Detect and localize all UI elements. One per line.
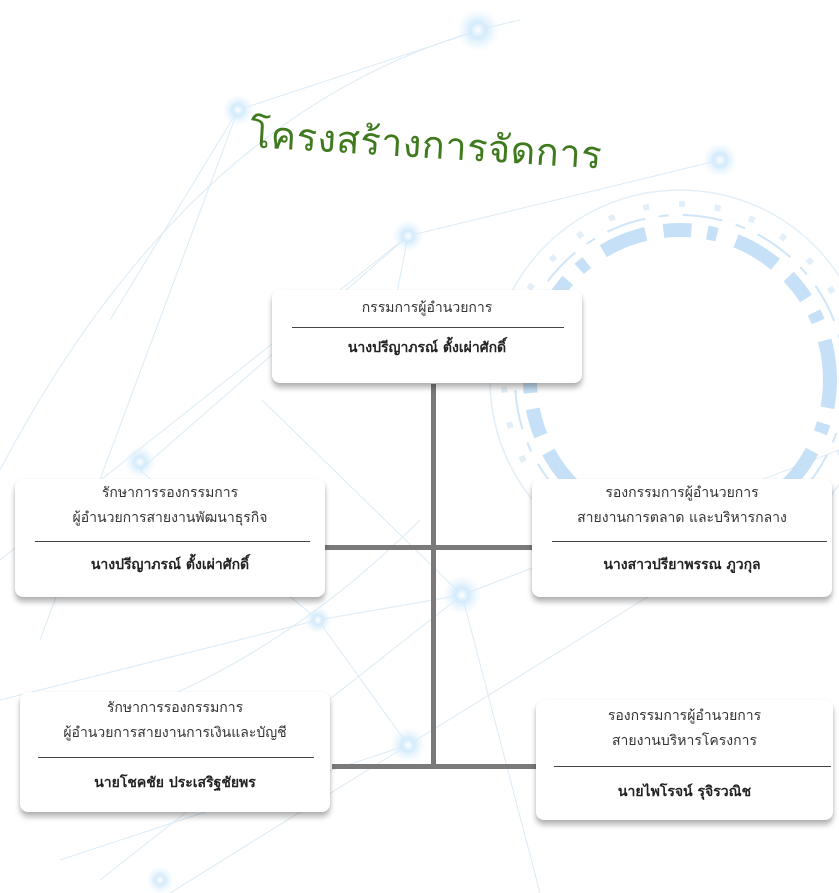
org-card-project-management: รองกรรมการผู้อำนวยการ สายงานบริหารโครงกา… [536,700,833,820]
role-title-line2: สายงานการตลาด และบริหารกลาง [577,510,787,526]
person-name: นายโชคชัย ประเสริฐชัยพร [94,775,256,791]
org-card-managing-director: กรรมการผู้อำนวยการ นางปรีญาภรณ์ ตั้งเผ่า… [272,290,582,383]
divider [292,327,564,328]
connector-row2-horizontal [332,764,546,769]
role-title-line1: รองกรรมการผู้อำนวยการ [607,708,762,724]
person-name: นางปรีญาภรณ์ ตั้งเผ่าศักดิ์ [347,340,507,356]
person-name: นางปรีญาภรณ์ ตั้งเผ่าศักดิ์ [90,557,250,573]
role-title-line2: สายงานบริหารโครงการ [612,733,757,749]
org-card-finance-accounting: รักษาการรองกรรมการ ผู้อำนวยการสายงานการเ… [20,692,330,812]
role-title-line2: ผู้อำนวยการสายงานพัฒนาธุรกิจ [72,510,268,526]
org-card-business-development: รักษาการรองกรรมการ ผู้อำนวยการสายงานพัฒน… [15,479,325,597]
person-name: นางสาวปรียาพรรณ ภูวกุล [603,557,761,573]
divider [38,757,314,758]
connector-row1-horizontal [322,545,540,550]
divider [552,541,827,542]
person-name: นายไพโรจน์ รุจิรวณิช [617,784,752,800]
divider [554,766,831,767]
connector-vertical [431,384,436,769]
divider [35,541,310,542]
role-title-line1: รักษาการรองกรรมการ [106,700,244,716]
role-title-line1: รองกรรมการผู้อำนวยการ [605,485,759,501]
role-title: กรรมการผู้อำนวยการ [361,300,493,316]
role-title-line2: ผู้อำนวยการสายงานการเงินและบัญชี [63,725,287,741]
role-title-line1: รักษาการรองกรรมการ [101,485,239,501]
org-card-marketing-admin: รองกรรมการผู้อำนวยการ สายงานการตลาด และบ… [532,479,832,597]
